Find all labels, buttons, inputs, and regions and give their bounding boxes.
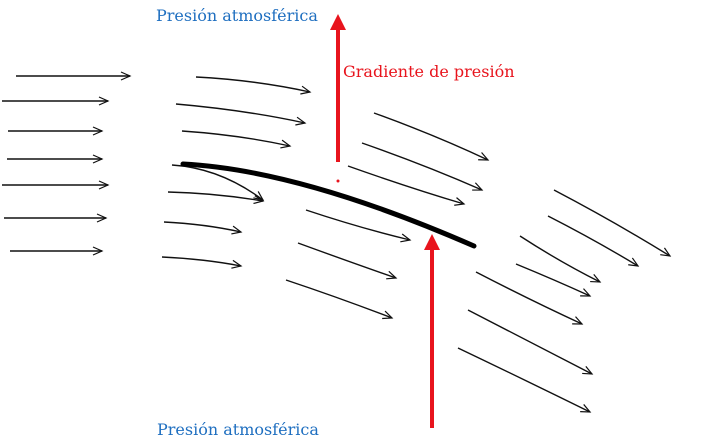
flow-arrow-right-11 [475, 271, 584, 325]
curved-flow-arrows-right [285, 112, 672, 413]
flow-arrow-right-4 [305, 209, 412, 243]
flow-arrow-mid-1 [195, 76, 312, 95]
flow-arrow-right-12 [467, 309, 594, 375]
flow-arrow-mid-2 [175, 103, 307, 126]
flow-arrow-mid-3 [181, 130, 292, 149]
bottom-pressure-label: Presión atmosférica [157, 420, 319, 439]
pressure-gradient-arrows [330, 14, 440, 428]
flow-arrow-right-10 [515, 263, 592, 297]
flow-arrow-right-1 [373, 112, 490, 161]
gradient-dot [336, 179, 340, 183]
flow-arrow-right-5 [297, 242, 398, 280]
straight-flow-arrows [2, 71, 132, 256]
flow-arrow-right-7 [553, 189, 672, 257]
flow-arrow-right-3 [347, 165, 466, 206]
flow-arrow-right-8 [547, 215, 640, 267]
central-streamline [180, 161, 477, 249]
flow-arrow-mid-6 [163, 221, 243, 235]
flow-arrow-mid-5 [167, 191, 265, 205]
flow-arrow-right-13 [457, 347, 592, 413]
flow-arrow-right-6 [285, 279, 394, 320]
flow-arrow-right-2 [361, 142, 484, 191]
flow-arrow-right-9 [519, 235, 602, 283]
top-pressure-label: Presión atmosférica [156, 6, 318, 25]
flow-arrow-mid-7 [161, 256, 243, 269]
gradient-label: Gradiente de presión [343, 62, 515, 81]
